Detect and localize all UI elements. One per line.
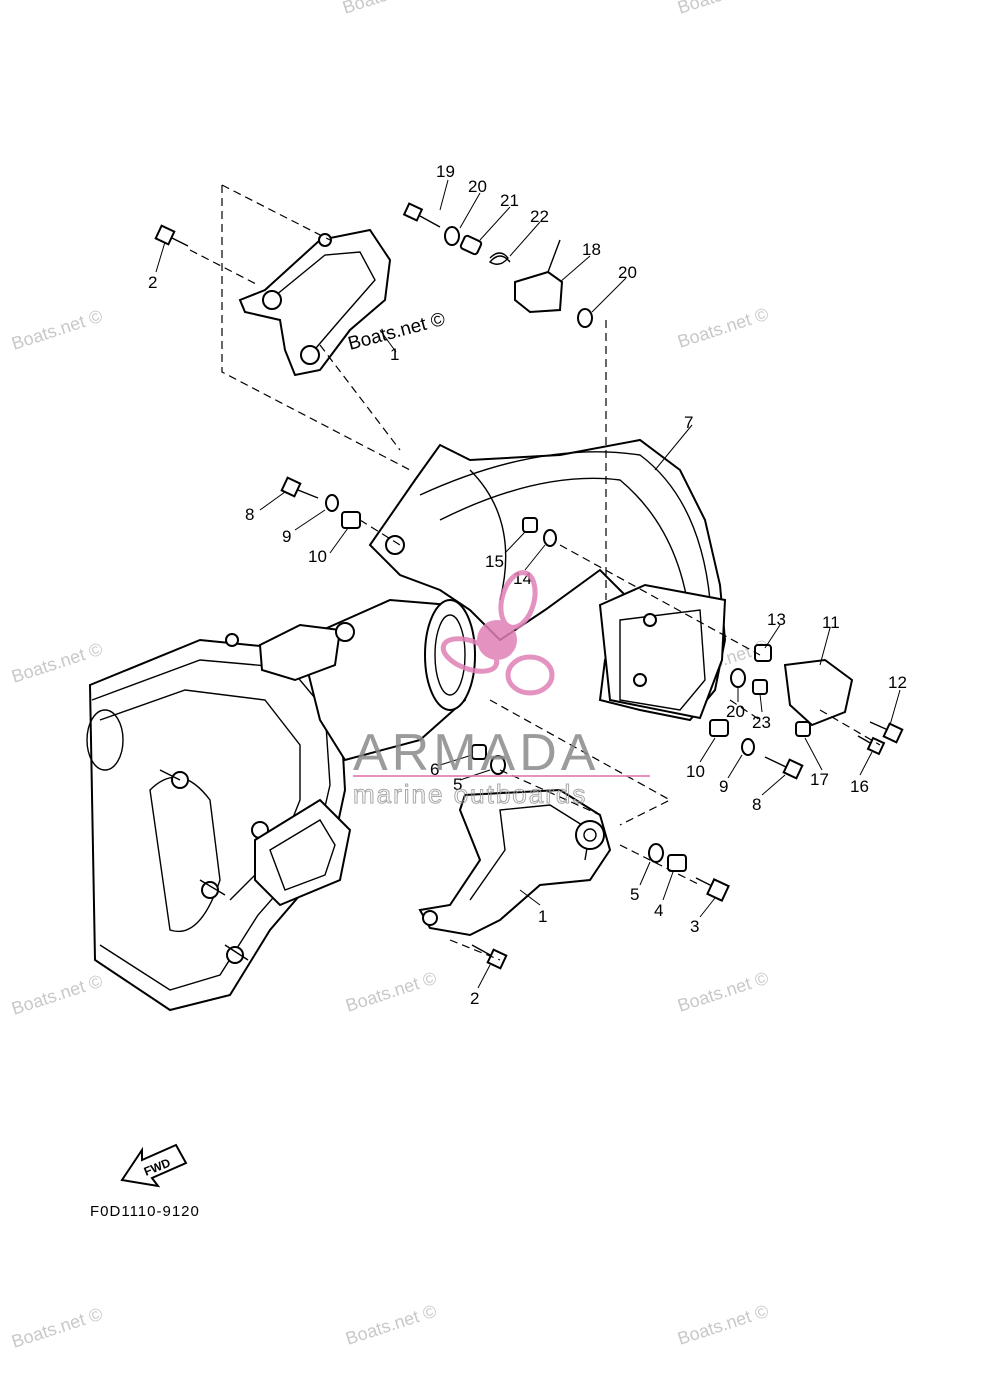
watermark: Boats.net © (9, 971, 105, 1019)
watermark: Boats.net © (675, 968, 771, 1016)
callout-16: 16 (850, 777, 869, 796)
nut-6 (471, 744, 487, 760)
brand-tagline: marine outboards (353, 779, 587, 809)
callout-2: 2 (148, 273, 157, 292)
callout-5: 5 (630, 885, 639, 904)
watermark: Boats.net © (340, 0, 436, 18)
callout-19: 19 (436, 162, 455, 181)
propeller-icon (440, 570, 555, 696)
assembly-lines (189, 184, 881, 961)
leader-lines (155, 179, 901, 989)
callout-1: 1 (538, 907, 547, 926)
washer-5-upper (490, 755, 506, 775)
callout-20: 20 (468, 177, 487, 196)
washer-9-right (741, 738, 755, 756)
nut-17 (795, 721, 811, 737)
callout-6: 6 (430, 760, 439, 779)
callout-22: 22 (530, 207, 549, 226)
bolt-2-top (154, 224, 189, 247)
washer-5-lower (648, 843, 664, 863)
callout-1: 1 (390, 345, 399, 364)
callout-10: 10 (686, 762, 705, 781)
bolt-19 (402, 202, 441, 228)
washer-20-right (730, 668, 746, 688)
watermark: Boats.net © (675, 1301, 771, 1349)
collar-21 (459, 234, 483, 256)
callout-7: 7 (684, 413, 693, 432)
callout-13: 13 (767, 610, 786, 629)
watermark: Boats.net © (343, 968, 439, 1016)
fwd-arrow-icon: FWD (120, 1143, 188, 1188)
callout-5: 5 (453, 775, 462, 794)
callout-21: 21 (500, 191, 519, 210)
brand-name: ARMADA (353, 724, 599, 782)
callout-11: 11 (822, 613, 840, 632)
watermark: Boats.net © (675, 304, 771, 352)
reverse-gate (368, 438, 727, 722)
washer-20-top (577, 308, 593, 328)
washer-20 (444, 226, 460, 246)
lower-bracket (418, 788, 612, 937)
nut-23 (752, 679, 768, 695)
upper-bracket (238, 228, 392, 377)
spring-22 (488, 252, 511, 265)
collar-10-left (341, 511, 361, 529)
callout-20: 20 (618, 263, 637, 282)
collar-10-right (709, 719, 729, 737)
callout-2: 2 (470, 989, 479, 1008)
watermark: Boats.net © (9, 639, 105, 687)
callout-20: 20 (726, 702, 745, 721)
callout-4: 4 (654, 901, 663, 920)
washer-14 (543, 529, 557, 547)
bolt-2-bottom (471, 944, 508, 970)
bolt-8-right (764, 756, 804, 780)
watermark: Boats.net © (9, 1304, 105, 1352)
collar-4 (667, 854, 687, 872)
watermark: Boats.net © (9, 306, 105, 354)
callout-9: 9 (719, 777, 728, 796)
callout-15: 15 (485, 552, 504, 571)
callout-8: 8 (752, 795, 761, 814)
callout-9: 9 (282, 527, 291, 546)
callout-10: 10 (308, 547, 327, 566)
plate-18 (514, 270, 564, 314)
callout-12: 12 (888, 673, 907, 692)
washer-9-left (325, 494, 339, 512)
nut-15 (522, 517, 538, 533)
watermark: Boats.net © (343, 1301, 439, 1349)
pump-housing (86, 598, 476, 1012)
callout-17: 17 (810, 770, 829, 789)
callout-23: 23 (752, 713, 771, 732)
bracket-11 (783, 658, 854, 727)
callout-3: 3 (690, 917, 699, 936)
watermark: Boats.net © (675, 0, 771, 18)
bolt-16 (857, 735, 886, 756)
diagram-code: F0D1110-9120 (90, 1203, 200, 1220)
callout-8: 8 (245, 505, 254, 524)
bolt-3 (695, 877, 730, 902)
collar-13 (754, 644, 772, 662)
fasteners (154, 202, 904, 970)
bolt-8-left (280, 476, 319, 499)
callout-18: 18 (582, 240, 601, 259)
callouts: 19 20 21 22 18 20 2 1 7 8 9 10 15 14 13 … (148, 162, 907, 1008)
bolt-12 (869, 721, 904, 744)
armada-logo: ARMADA marine outboards (353, 570, 650, 810)
